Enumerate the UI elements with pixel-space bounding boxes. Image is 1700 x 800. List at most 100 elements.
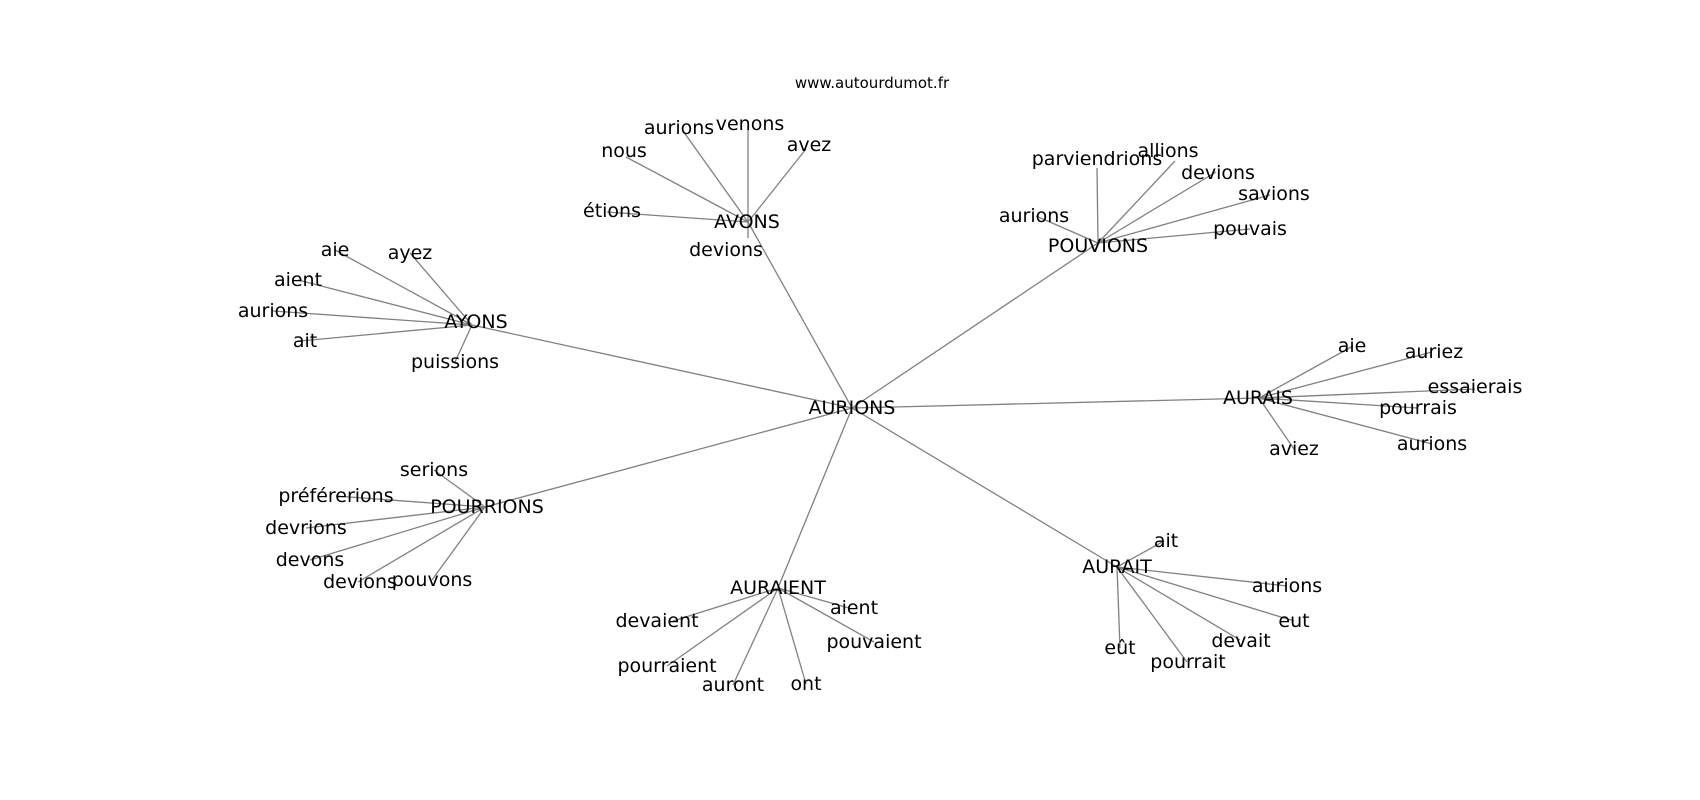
node-aurait-pourrait[interactable]: pourrait (1150, 651, 1225, 673)
node-avons-aurions[interactable]: aurions (644, 117, 714, 139)
node-ayons-aie[interactable]: aie (321, 239, 350, 261)
edge-pouvions-savions (1097, 194, 1271, 244)
edge-pourrions-serions (433, 469, 486, 508)
edge-ayons-aie (334, 249, 473, 326)
node-aurais-aie[interactable]: aie (1338, 335, 1367, 357)
node-aurait-devait[interactable]: devait (1211, 630, 1270, 652)
node-auraient-auront[interactable]: auront (702, 674, 764, 696)
node-pourrions-pouvons[interactable]: pouvons (392, 569, 473, 591)
edge-pouvions-pouvais (1097, 228, 1251, 244)
node-aurais[interactable]: AURAIS (1223, 387, 1293, 409)
node-aurions[interactable]: AURIONS (809, 397, 896, 419)
edge-pourrions-devrions (305, 506, 486, 529)
edge-auraient-devaient (672, 587, 779, 622)
node-pouvions-devions[interactable]: devions (1181, 162, 1255, 184)
edge-aurions-avons (747, 221, 853, 409)
node-pouvions-parviendrions[interactable]: parviendrions (1032, 148, 1163, 170)
edge-aurais-essaierais (1258, 388, 1476, 399)
node-auraient-ont[interactable]: ont (790, 673, 821, 695)
node-aurais-essaierais[interactable]: essaierais (1428, 376, 1523, 398)
node-ayons[interactable]: AYONS (444, 311, 507, 333)
node-auraient-aient[interactable]: aient (830, 597, 878, 619)
edge-pourrions-pouvons (431, 506, 486, 581)
node-pourrions-devons[interactable]: devons (276, 549, 345, 571)
node-avons-nous[interactable]: nous (601, 140, 647, 162)
node-ayons-aient[interactable]: aient (274, 269, 322, 291)
edge-aurais-aie (1258, 345, 1354, 399)
node-pourrions-devions[interactable]: devions (323, 571, 397, 593)
node-aurais-auriez[interactable]: auriez (1405, 341, 1463, 363)
edge-ayons-ait (299, 324, 473, 342)
node-ayons-aurions[interactable]: aurions (238, 300, 308, 322)
edge-avons-etions (606, 211, 749, 223)
edge-aurait-aurions (1116, 566, 1288, 587)
edge-aurait-eut (1116, 566, 1121, 649)
edge-aurions-ayons (471, 324, 853, 409)
node-aurais-aviez[interactable]: aviez (1269, 438, 1319, 460)
edge-avons-nous (625, 156, 749, 223)
node-avons-venons[interactable]: venons (716, 113, 785, 135)
edge-aurait-pourrait (1116, 566, 1188, 663)
node-pourrions-prefererions[interactable]: préférerions (278, 485, 393, 507)
edge-aurions-aurais (851, 397, 1260, 409)
edge-pouvions-aurions (1035, 215, 1099, 244)
edge-pourrions-devons (309, 506, 486, 561)
edge-aurais-aviez (1258, 397, 1295, 450)
node-avons-etions[interactable]: étions (583, 200, 641, 222)
node-pourrions-devrions[interactable]: devrions (265, 517, 347, 539)
edge-aurait-devait (1116, 566, 1241, 641)
node-aurais-aurions[interactable]: aurions (1397, 433, 1467, 455)
edge-aurais-aurions (1258, 397, 1433, 445)
node-aurait-ait[interactable]: ait (1154, 530, 1178, 552)
node-ayons-ait[interactable]: ait (293, 330, 317, 352)
node-avons[interactable]: AVONS (714, 211, 780, 233)
edge-pourrions-devions (357, 506, 486, 583)
node-pouvions-allions[interactable]: allions (1137, 140, 1198, 162)
node-ayons-puissions[interactable]: puissions (411, 351, 499, 373)
node-avons-avez[interactable]: avez (787, 134, 832, 156)
edge-aurions-auraient (777, 407, 853, 589)
edge-auraient-auront (732, 587, 779, 686)
node-pourrions-serions[interactable]: serions (400, 459, 468, 481)
edge-aurions-pourrions (484, 407, 853, 508)
edge-auraient-pouvaient (777, 587, 875, 643)
node-auraient-pourraient[interactable]: pourraient (617, 655, 716, 677)
source-url: www.autourdumot.fr (795, 74, 950, 92)
edge-pouvions-parviendrions (1096, 167, 1099, 244)
edge-ayons-puissions (454, 324, 473, 363)
node-pouvions[interactable]: POUVIONS (1048, 235, 1148, 257)
edge-aurais-pourrais (1258, 397, 1419, 409)
edge-ayons-aurions (272, 310, 473, 326)
edge-aurions-aurait (851, 407, 1118, 568)
node-pourrions[interactable]: POURRIONS (430, 496, 544, 518)
node-ayons-ayez[interactable]: ayez (388, 242, 433, 264)
edge-auraient-pourraient (666, 587, 779, 667)
graph-edges (272, 128, 1476, 686)
node-pouvions-aurions[interactable]: aurions (999, 205, 1069, 227)
edge-aurait-eut (1116, 566, 1295, 622)
edge-ayons-ayez (409, 252, 473, 326)
node-auraient-pouvaient[interactable]: pouvaient (826, 631, 921, 653)
edge-auraient-aient (777, 587, 850, 609)
edge-aurais-auriez (1258, 351, 1433, 399)
node-avons-devions[interactable]: devions (689, 239, 763, 261)
edge-avons-avez (747, 148, 807, 223)
edge-ayons-aient (297, 279, 473, 326)
edge-pouvions-allions (1097, 160, 1176, 244)
node-aurait-eut[interactable]: eut (1278, 610, 1309, 632)
node-pouvions-savions[interactable]: savions (1238, 183, 1310, 205)
edge-pouvions-devions (1097, 171, 1217, 244)
node-aurait-eut[interactable]: eût (1104, 637, 1135, 659)
edge-avons-aurions (682, 130, 749, 223)
node-auraient-devaient[interactable]: devaient (615, 610, 698, 632)
edge-aurions-pouvions (851, 242, 1099, 409)
edge-auraient-ont (777, 587, 807, 685)
node-aurait[interactable]: AURAIT (1082, 556, 1152, 578)
node-aurais-pourrais[interactable]: pourrais (1379, 397, 1457, 419)
edge-aurait-ait (1116, 540, 1165, 568)
node-pouvions-pouvais[interactable]: pouvais (1213, 218, 1287, 240)
node-aurait-aurions[interactable]: aurions (1252, 575, 1322, 597)
node-auraient[interactable]: AURAIENT (730, 577, 826, 599)
